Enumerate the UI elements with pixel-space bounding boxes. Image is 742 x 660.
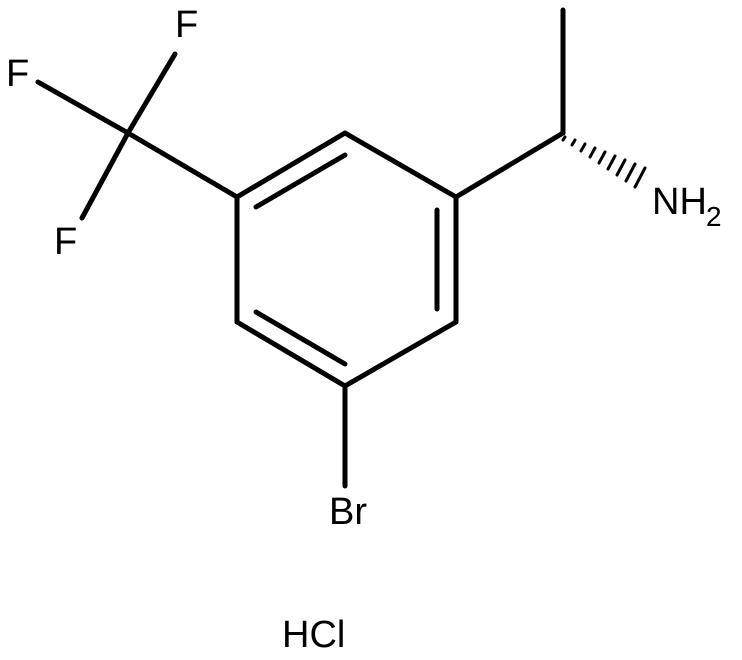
ring-inner-bond-bottom-left [253,309,348,367]
ring-bond-bottom-left [234,319,348,389]
hashed-wedge-bond [561,135,647,189]
ring-bond-bottom-right [342,319,459,389]
ring-inner-bond-top-left [253,152,348,210]
bond-ring-cf3 [125,130,240,200]
bond-ring-chiral-carbon [453,130,566,200]
amine-subscript: 2 [706,201,722,232]
fluorine-label-top: F [175,4,198,46]
amine-label: NH [652,181,707,223]
ring-bond-top-right [342,130,459,200]
ring-bond-top-left [234,130,348,200]
salt-label: HCl [282,614,345,656]
fluorine-label-left: F [6,53,29,95]
bond-c-f-left [35,79,131,136]
fluorine-label-bottom: F [54,221,77,263]
bromine-label: Br [329,491,367,533]
bond-c-f-bottom [79,130,131,221]
bond-c-f-top [125,51,178,136]
